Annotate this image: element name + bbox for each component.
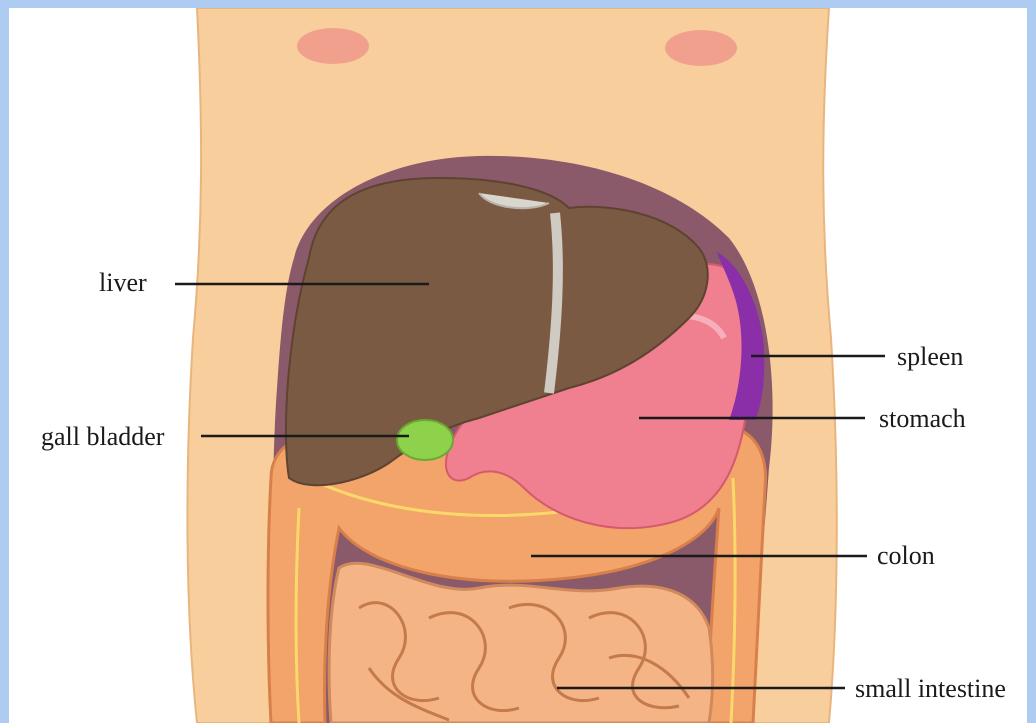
gall-bladder [397,420,453,460]
right-nipple [665,30,737,66]
diagram-frame: liver gall bladder spleen stomach colon … [9,8,1027,723]
small-intestine [329,563,713,723]
colon-label: colon [877,543,935,569]
spleen-label: spleen [897,344,963,370]
abdomen-illustration [9,8,1027,723]
stomach-label: stomach [879,406,966,432]
small-intestine-label: small intestine [855,676,1006,702]
gall-bladder-label: gall bladder [41,424,164,450]
liver-label: liver [99,270,147,296]
left-nipple [297,28,369,64]
